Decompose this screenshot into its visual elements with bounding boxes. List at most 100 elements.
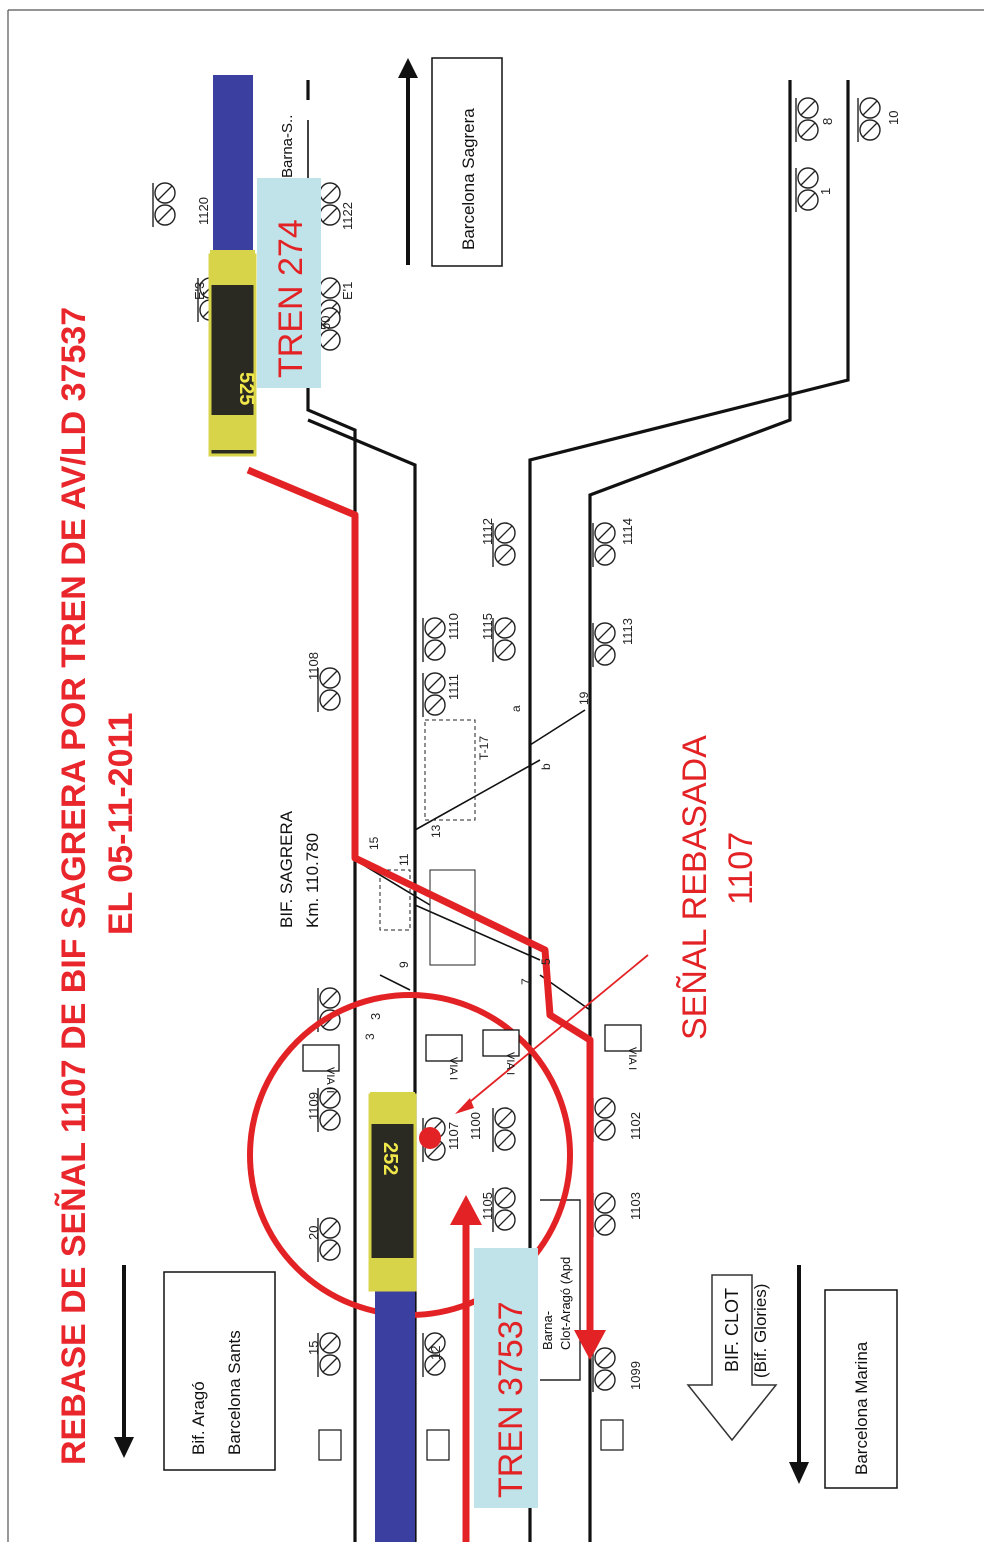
title-line-2: EL 05-11-2011: [102, 713, 140, 935]
signal-head: [317, 1217, 341, 1262]
switch-number: a: [509, 705, 523, 712]
callout-arrow-line: [459, 954, 649, 1111]
signal-head: [317, 1087, 341, 1132]
signal-head: [317, 182, 341, 227]
train-274-yellow-cab-2: [210, 415, 255, 450]
signal-number: 8: [820, 118, 835, 125]
train-274-label: TREN 274: [272, 219, 310, 378]
arrow-sants-head: [114, 1437, 134, 1458]
via-labels: VIA II VIA I VIA I VIA I: [302, 1024, 642, 1093]
via-label-box: VIA I: [425, 1034, 463, 1080]
switch-number: b: [539, 763, 553, 770]
signal-head: [492, 522, 516, 567]
signal-head: [422, 1332, 446, 1377]
train-274: [208, 75, 257, 457]
arrow-sagrera-head: [398, 58, 418, 78]
signal-number: E'3: [192, 282, 207, 300]
train-37537-yellow-cab-1: [370, 1092, 415, 1124]
train-274-label-bg: [257, 178, 321, 388]
train-37537-display: 252: [379, 1142, 401, 1175]
via-label: VIA I: [504, 1052, 516, 1075]
barna-s-label: Barna-S..: [279, 115, 296, 178]
train-37537-blue-cars: [375, 1290, 415, 1542]
title-line-1: REBASE DE SEÑAL 1107 DE BIF SAGRERA POR …: [55, 307, 93, 1465]
signal-number: 1103: [628, 1192, 643, 1220]
signal-number: 1107: [446, 1122, 461, 1150]
signal-head: [492, 1187, 516, 1232]
signal-number: 1109: [306, 1092, 321, 1120]
signal-number: 1110: [446, 613, 461, 640]
signal-number: 1111: [446, 674, 461, 700]
signal-head: [492, 1107, 516, 1152]
bif-glories-label: (Bif. Glories): [751, 1284, 770, 1378]
km-label: Km. 110.780: [303, 833, 322, 928]
train-37537-label: TREN 37537: [492, 1301, 530, 1498]
train-37537: [368, 1092, 417, 1542]
signal-number: 3: [368, 1013, 383, 1020]
train-route-red: [246, 466, 594, 1335]
signal-head: [857, 97, 881, 142]
signal-number: 15: [306, 1341, 321, 1355]
signal-head: [492, 617, 516, 662]
chevron-markers: [318, 1419, 624, 1461]
chevron-marker-3: [600, 1419, 624, 1451]
signal-head: [152, 182, 176, 227]
signal-head: [592, 1192, 616, 1237]
bif-clot-label: BIF. CLOT: [722, 1288, 742, 1372]
signal-number: 1108: [306, 652, 321, 680]
signal-number: 1113: [620, 618, 635, 645]
track-via-i-right-a: [528, 80, 850, 1542]
box-barcelona-sants: [163, 1271, 276, 1471]
box-barcelona-sagrera: [431, 57, 503, 267]
switch-number: 5: [539, 958, 553, 965]
signal-number: 1120: [196, 197, 211, 225]
signal-head: [592, 522, 616, 567]
track-via-ii-upper: [306, 380, 357, 1542]
box-marina-text: Barcelona Marina: [852, 1341, 871, 1475]
signal-head: [317, 307, 341, 352]
box-sants-text-2: Barcelona Sants: [225, 1330, 244, 1455]
chevron-marker-1: [318, 1429, 342, 1461]
barna-clot-label-2: Clot-Aragó (Apd: [558, 1257, 573, 1350]
via-label: VIA I: [447, 1057, 459, 1080]
train-274-yellow-cab-1: [210, 250, 255, 285]
switch-number: 9: [397, 961, 411, 968]
switch-box-7: [429, 869, 476, 966]
signal-number: 1099: [628, 1361, 643, 1390]
bif-sagrera-label: BIF. SAGRERA: [277, 810, 296, 928]
signal-number: 1112: [480, 518, 495, 545]
route-arrow-down: [574, 1330, 606, 1360]
signal-head: [422, 617, 446, 662]
box-sants-text-1: Bif. Aragó: [189, 1381, 208, 1455]
barna-clot-label-1: Barna-: [540, 1311, 555, 1350]
signal-head: [317, 667, 341, 712]
signal-number: 1100: [468, 1112, 483, 1140]
crossover-6: [379, 974, 411, 991]
signal-number: 50: [318, 316, 333, 330]
signal-head: [592, 1097, 616, 1142]
signal-number: 1122: [340, 202, 355, 230]
signal-number: 1102: [628, 1112, 643, 1140]
signal-head: [592, 622, 616, 667]
bif-clot-arrow: [686, 1274, 778, 1442]
switch-number: 15: [367, 836, 381, 850]
signal-head: [795, 167, 819, 212]
switch-box-t17: [424, 719, 476, 821]
via-label-box: VIA I: [604, 1024, 642, 1070]
signal-number: 1114: [620, 518, 635, 545]
callout-arrow-head: [455, 1098, 474, 1114]
signal-1107-red-dot: [419, 1127, 441, 1149]
track-via-i-right-b: [588, 80, 792, 1542]
signal-head: [592, 1347, 616, 1392]
via-label-box: VIA II: [302, 1044, 340, 1093]
train-37537-body: [368, 1093, 417, 1292]
train-274-blue-cars: [213, 75, 253, 260]
train-37537-label-bg: [474, 1248, 538, 1508]
chevron-marker-2: [426, 1429, 450, 1461]
signal-head: [795, 97, 819, 142]
callout-line-2: 1107: [722, 832, 760, 905]
